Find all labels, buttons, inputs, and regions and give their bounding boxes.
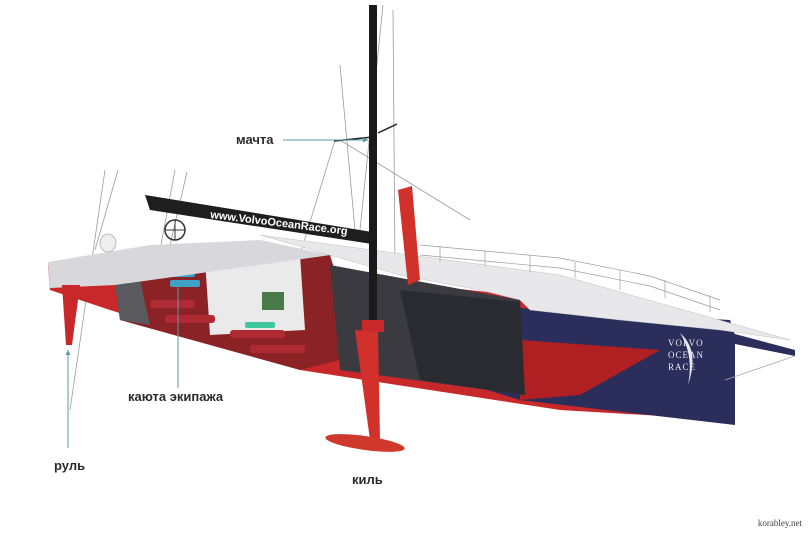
deck-aft bbox=[48, 240, 330, 288]
boom bbox=[145, 195, 372, 244]
label-crew-cabin: каюта экипажа bbox=[128, 389, 224, 404]
interior-dark bbox=[400, 290, 525, 395]
keel-bulb bbox=[325, 434, 405, 452]
leader-lines bbox=[67, 139, 368, 448]
daggerboard bbox=[398, 186, 420, 285]
bowsprit bbox=[720, 330, 795, 356]
svg-text:RACE: RACE bbox=[668, 362, 696, 372]
nav-screen bbox=[262, 292, 284, 310]
svg-text:OCEAN: OCEAN bbox=[668, 350, 704, 360]
watermark: korabley.net bbox=[757, 518, 802, 528]
lifelines bbox=[419, 244, 721, 312]
label-keel: киль bbox=[352, 472, 383, 487]
boom-text: www.VolvoOceanRace.org bbox=[209, 209, 349, 238]
label-mast: мачта bbox=[236, 132, 274, 147]
label-rudder: руль bbox=[54, 458, 86, 473]
hull-logo: VOLVO OCEAN RACE bbox=[668, 333, 704, 385]
crescent-icon bbox=[680, 333, 693, 385]
arrow-icon bbox=[65, 350, 71, 355]
arrow-icon bbox=[363, 137, 368, 143]
deck-bow bbox=[259, 234, 791, 341]
mast-step bbox=[362, 320, 384, 332]
interior-saloon bbox=[205, 255, 305, 335]
keel-fin bbox=[355, 330, 380, 440]
bunks bbox=[150, 300, 305, 353]
mast bbox=[369, 5, 377, 325]
hull-swoosh bbox=[520, 340, 660, 400]
interior-bulkhead bbox=[115, 280, 150, 325]
radar-dome bbox=[99, 233, 117, 253]
rudder bbox=[62, 285, 80, 345]
spreaders bbox=[333, 123, 398, 142]
